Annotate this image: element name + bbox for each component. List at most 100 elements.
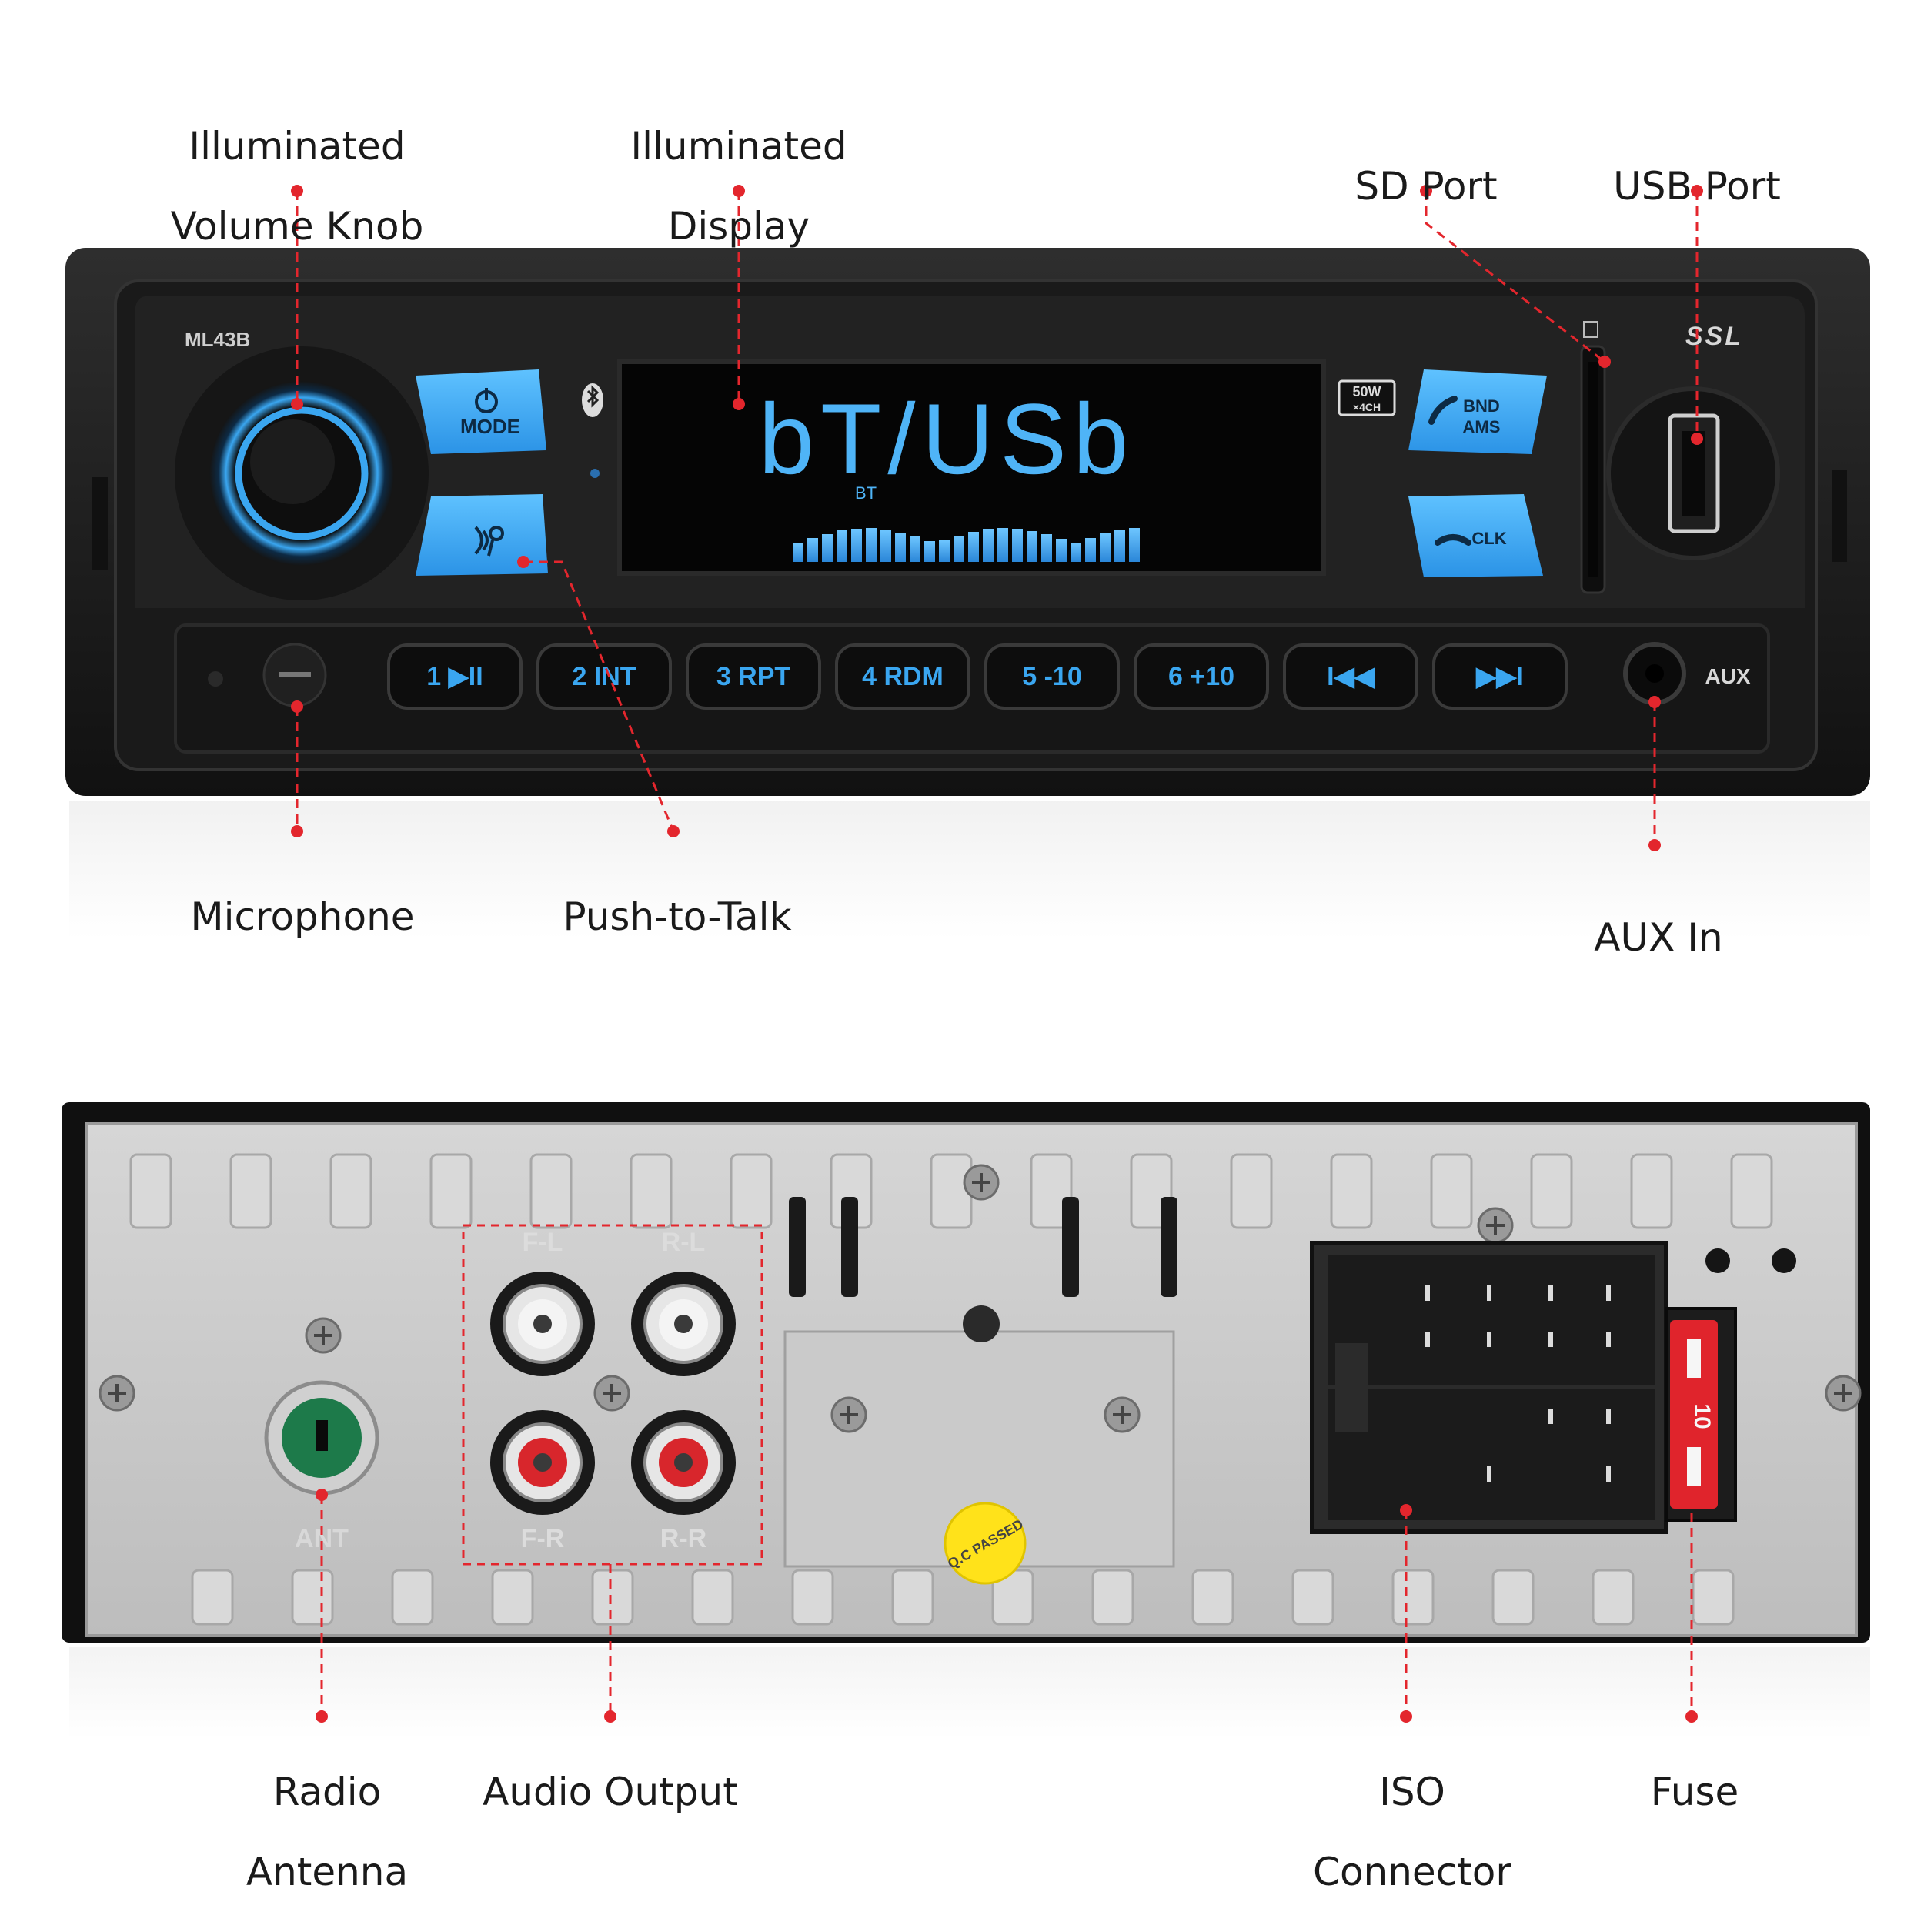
preset-button-label: ▶▶I [1475, 662, 1524, 691]
clk-button[interactable]: CLK [1408, 494, 1543, 577]
eq-bar [822, 534, 833, 562]
chassis-rib [1430, 1153, 1473, 1229]
push-to-talk-button[interactable] [416, 494, 548, 576]
rca-jack-label: F-R [521, 1524, 565, 1553]
eq-bar [880, 530, 891, 562]
preset-button-2[interactable]: 2 INT [536, 643, 672, 710]
chassis-rib [1391, 1569, 1435, 1626]
microphone [208, 643, 327, 707]
callout-illuminated-display: Illuminated Display [630, 86, 847, 286]
iso-pin [1548, 1332, 1553, 1347]
display-text: bT/USb [759, 383, 1135, 495]
iso-pin [1548, 1409, 1553, 1424]
preset-button-3[interactable]: 3 RPT [686, 643, 821, 710]
bnd-ams-button[interactable]: BND AMS [1408, 369, 1547, 454]
callout-line-1: Illuminated [630, 124, 847, 169]
screw [1104, 1396, 1141, 1433]
iso-pin [1606, 1332, 1611, 1347]
preset-button-5[interactable]: 5 -10 [984, 643, 1120, 710]
preset-button-4[interactable]: 4 RDM [835, 643, 970, 710]
rca-jack-r-r: R-R [631, 1410, 736, 1553]
rca-jack-label: F-L [523, 1228, 563, 1257]
chassis-rib [1230, 1153, 1273, 1229]
callout-microphone: Microphone [190, 857, 414, 977]
label-text: AUX [1705, 664, 1750, 688]
iso-pin [1548, 1285, 1553, 1301]
iso-pin [1606, 1466, 1611, 1482]
eq-bar [954, 536, 964, 562]
usb-port[interactable] [1606, 386, 1780, 560]
equalizer-graphic [793, 528, 1140, 562]
callout-text: Fuse [1650, 1770, 1739, 1814]
preset-button-6[interactable]: 6 +10 [1134, 643, 1269, 710]
callout-push-to-talk: Push-to-Talk [563, 857, 791, 977]
callout-line-2: Volume Knob [170, 204, 424, 249]
iso-pin [1425, 1332, 1430, 1347]
eq-bar [851, 529, 862, 562]
eq-bar [910, 536, 920, 562]
iso-pin [1606, 1409, 1611, 1424]
rca-jack-r-l: R-L [631, 1228, 736, 1376]
callout-dots [291, 185, 1703, 1723]
chassis-rib [1030, 1153, 1073, 1229]
label-text: CLK [1471, 529, 1506, 548]
chassis-rib [129, 1153, 172, 1229]
power-badge: 50W ×4CH [1338, 379, 1396, 416]
chassis-rib [591, 1569, 634, 1626]
eq-bar [1100, 533, 1111, 562]
aux-input[interactable]: AUX [1623, 642, 1751, 705]
eq-bar [793, 543, 803, 562]
label-text: AMS [1463, 417, 1501, 436]
screw [963, 1164, 1000, 1201]
label-text: BND [1463, 396, 1500, 416]
volume-knob[interactable] [175, 346, 429, 600]
chassis-rib [1530, 1153, 1573, 1229]
preset-button-label: 2 INT [572, 662, 636, 691]
screw [593, 1375, 630, 1412]
chassis-rib [930, 1153, 973, 1229]
label-text: ×4CH [1353, 401, 1381, 413]
sd-port[interactable] [1580, 321, 1606, 594]
callout-iso-connector: ISO Connector [1313, 1732, 1511, 1932]
screw [1477, 1207, 1514, 1244]
label-text: 50W [1352, 384, 1381, 399]
preset-button-label: 4 RDM [862, 662, 944, 691]
rca-jack-label: R-R [660, 1524, 706, 1553]
callout-text: AUX In [1594, 915, 1723, 960]
chassis-rib [491, 1569, 534, 1626]
chassis-rib [1491, 1569, 1535, 1626]
bluetooth-icon [582, 383, 603, 478]
chassis-rib [730, 1153, 773, 1229]
mode-button[interactable]: MODE [416, 369, 546, 454]
eq-bar [1071, 543, 1081, 562]
chassis-rib [1592, 1569, 1635, 1626]
callout-lines [296, 191, 1699, 1716]
iso-connector [1310, 1241, 1668, 1534]
preset-button-7[interactable]: I◀◀ [1283, 643, 1418, 710]
preset-button-label: 1 ▶II [426, 662, 483, 691]
screw [830, 1396, 867, 1433]
iso-pin [1487, 1285, 1491, 1301]
chassis-rib [291, 1569, 334, 1626]
preset-button-1[interactable]: 1 ▶II [387, 643, 523, 710]
callout-text: USB Port [1613, 164, 1781, 209]
chassis-rib [1091, 1569, 1134, 1626]
callout-line-1: ISO [1379, 1770, 1445, 1814]
eq-bar [1041, 534, 1052, 562]
voice-icon [474, 526, 504, 557]
eq-bar [1012, 529, 1023, 562]
preset-button-8[interactable]: ▶▶I [1432, 643, 1568, 710]
chassis-rib [1630, 1153, 1673, 1229]
callout-line-2: Antenna [246, 1850, 409, 1894]
label-text: 10 [1689, 1403, 1715, 1429]
qc-sticker: Q.C PASSED [944, 1502, 1027, 1585]
eq-bar [983, 529, 994, 562]
callout-audio-output: Audio Output [483, 1732, 738, 1852]
rca-jack-f-r: F-R [490, 1410, 595, 1553]
eq-bar [939, 540, 950, 562]
iso-pin [1487, 1466, 1491, 1482]
chassis-rib [329, 1153, 372, 1229]
